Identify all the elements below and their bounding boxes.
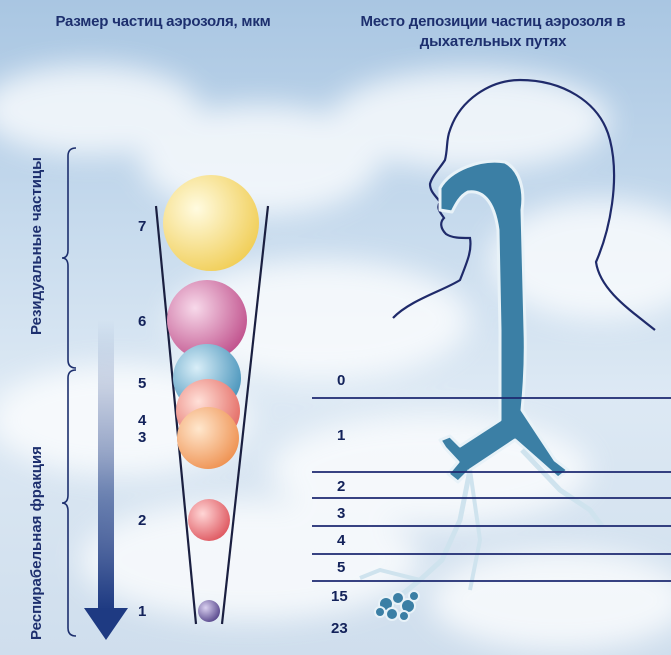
particle-1 — [198, 600, 220, 622]
size-label-1: 1 — [138, 604, 146, 620]
generation-label-1: 1 — [337, 428, 345, 444]
generation-label-0: 0 — [337, 373, 345, 389]
generation-label-2: 2 — [337, 479, 345, 495]
generation-label-4: 4 — [337, 533, 345, 549]
particle-2 — [188, 499, 230, 541]
size-label-3: 3 — [138, 430, 146, 446]
generation-label-3: 3 — [337, 506, 345, 522]
header-deposition-site: Место депозиции частиц аэрозоля в дыхате… — [318, 12, 668, 52]
size-label-4: 4 — [138, 413, 146, 429]
size-label-6: 6 — [138, 314, 146, 330]
header-particle-size: Размер частиц аэрозоля, мкм — [28, 12, 298, 32]
size-label-7: 7 — [138, 219, 146, 235]
generation-label-5: 5 — [337, 560, 345, 576]
generation-label-15: 15 — [331, 589, 348, 605]
bracket-residual — [62, 148, 76, 368]
size-label-2: 2 — [138, 513, 146, 529]
size-label-5: 5 — [138, 376, 146, 392]
particle-7 — [163, 175, 259, 271]
label-residual-particles: Резидуальные частицы — [28, 157, 45, 335]
label-respirable-fraction: Респирабельная фракция — [28, 446, 45, 640]
generation-label-23: 23 — [331, 621, 348, 637]
particle-3 — [177, 407, 239, 469]
